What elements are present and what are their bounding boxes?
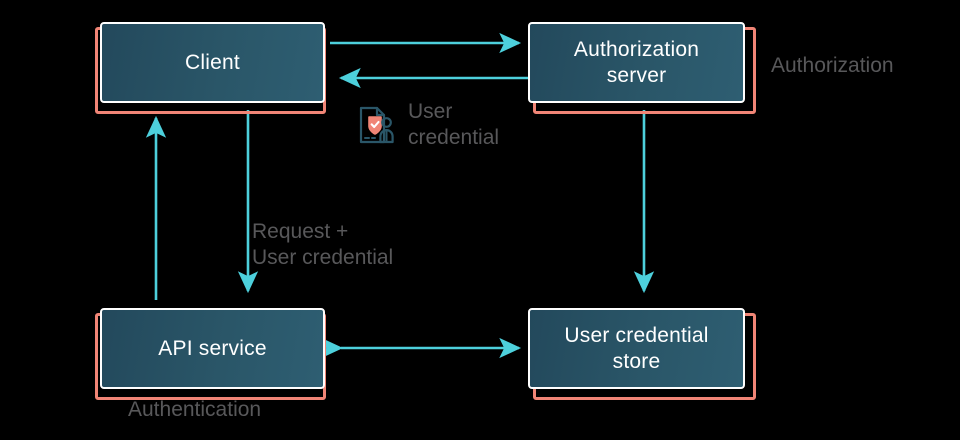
caption-user-credential: User credential xyxy=(408,100,500,150)
caption-authentication: Authentication xyxy=(128,398,262,421)
node-authorization-server-label: Authorization server xyxy=(573,37,700,87)
caption-request-user-credential: Request + User credential xyxy=(252,220,394,270)
node-api-service[interactable]: API service xyxy=(95,308,326,400)
node-client[interactable]: Client xyxy=(95,22,326,114)
node-client-label: Client xyxy=(185,50,240,74)
node-client-card: Client xyxy=(100,22,325,103)
document-shield-person-icon xyxy=(357,104,397,146)
node-api-service-label: API service xyxy=(158,336,267,360)
node-authorization-server-card: Authorization server xyxy=(528,22,745,103)
node-user-credential-store-card: User credential store xyxy=(528,308,745,389)
node-user-credential-store-label: User credential store xyxy=(564,323,709,373)
node-api-service-card: API service xyxy=(100,308,325,389)
caption-authorization: Authorization xyxy=(771,54,894,77)
node-user-credential-store[interactable]: User credential store xyxy=(528,308,756,400)
node-authorization-server[interactable]: Authorization server xyxy=(528,22,756,114)
user-credential-annotation: User credential xyxy=(357,99,499,152)
